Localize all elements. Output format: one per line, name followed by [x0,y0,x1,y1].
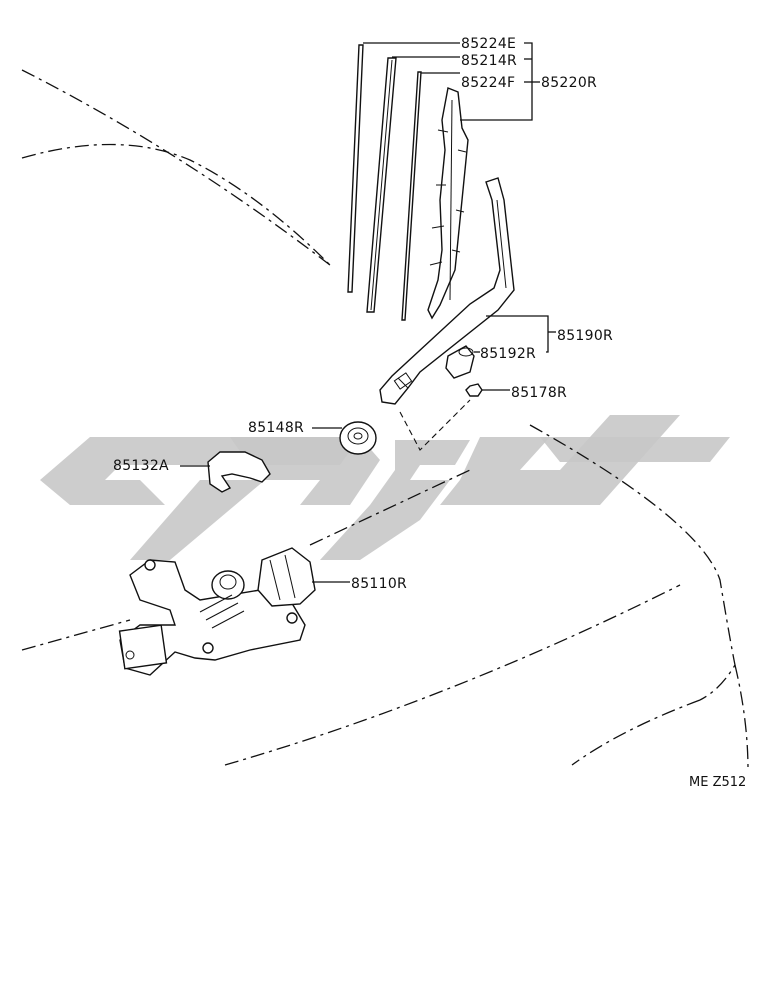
wiper-arm-drawing [379,177,515,405]
blade-insert-f-drawing [401,71,422,321]
arm-cap-drawing [445,345,475,379]
watermark-logo [40,415,730,560]
blade-assembly-drawing [427,87,469,320]
wiper-motor-drawing [118,547,316,676]
label-85148r: 85148R [248,420,304,436]
vehicle-outline [21,69,749,771]
blade-insert-e-drawing [347,44,364,293]
label-85110r: 85110R [351,576,407,592]
label-85224f: 85224F [461,75,515,91]
label-85220r: 85220R [541,75,597,91]
diagram-code: ME Z512 [689,775,746,790]
part-labels: 85224E 85214R 85224F 85220R 85190R 85192… [113,36,746,790]
label-85192r: 85192R [480,346,536,362]
arm-nut-drawing [465,383,483,397]
label-85214r: 85214R [461,53,517,69]
pivot-grommet-drawing [339,421,377,455]
motor-cover-drawing [207,451,271,493]
label-85132a: 85132A [113,458,169,474]
label-85178r: 85178R [511,385,567,401]
leader-lines [180,42,556,583]
blade-rubber-drawing [366,57,397,313]
label-85224e: 85224E [461,36,516,52]
label-85190r: 85190R [557,328,613,344]
